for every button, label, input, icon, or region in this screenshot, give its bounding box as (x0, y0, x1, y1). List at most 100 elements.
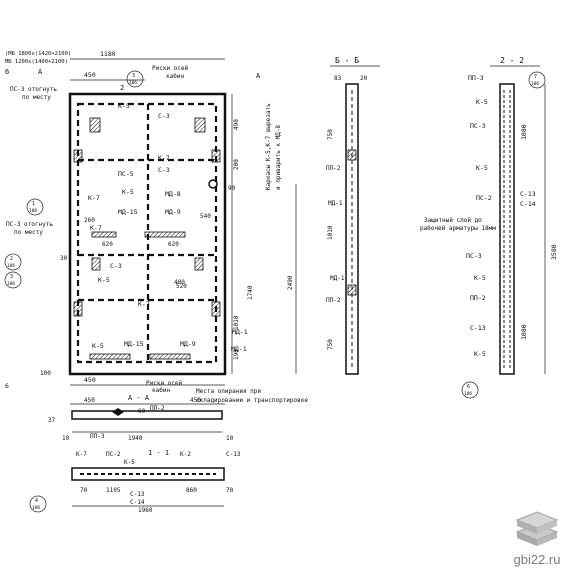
dim-side-2490: 2490 (287, 275, 294, 290)
vert-note-2: и приварить к МД-8 (275, 125, 282, 190)
s22-mark-k5a: К-5 (476, 98, 488, 106)
bottom-loops: Риски осей (146, 380, 183, 387)
section-mark-a-top: А (38, 68, 43, 76)
s22-mark-c14: С-14 (520, 200, 536, 208)
s22-mark-pp2: ПП-2 (470, 294, 486, 302)
section-11-slab (71, 467, 225, 481)
mark-k5-1: К-5 (118, 102, 130, 110)
s11-mark-c13: С-13 (130, 491, 145, 498)
mark-k5-3: К-5 (98, 276, 110, 284)
pc3-bend-note: ПС-3 отогнуть (10, 86, 57, 93)
dim-540: 540 (200, 213, 211, 220)
s22-mark-c13b: С-13 (470, 324, 486, 332)
s22-mark-pc2: ПС-2 (476, 194, 492, 202)
plan-view: (МБ 1800х(1420+2100) МБ 1200х(1400+2100)… (4, 50, 308, 404)
s22-mark-pc3a: ПС-3 (470, 122, 486, 130)
s11-dim-1105: 1105 (106, 487, 121, 494)
s11-dim-860: 860 (186, 487, 197, 494)
bb-mark-md1a: МД-1 (328, 200, 343, 207)
s11-mark-pc2: ПС-2 (106, 451, 121, 458)
mark-md9-2: МД-9 (180, 340, 196, 348)
mark-k7-4: К-7 (138, 300, 150, 308)
section-22-title: 2 - 2 (500, 56, 524, 65)
callout-2-num: 2 (10, 256, 13, 262)
mark-k7-3: К-7 (90, 224, 102, 232)
s22-mark-k5d: К-5 (474, 350, 486, 358)
slab-outline (68, 92, 227, 376)
mark-md15: МД-15 (118, 208, 138, 216)
bb-mark-pp2b: ПП-2 (326, 297, 341, 304)
loops-label-2: кабин (166, 73, 184, 80)
s11-dim-70b: 70 (226, 487, 234, 494)
callout-top-3-num: 3 (132, 73, 135, 79)
dim-bottom-450: 450 (84, 376, 96, 384)
s11-dim-1960: 1960 (138, 507, 153, 514)
rebar-contour (76, 102, 218, 364)
s22-dim-3580: 3580 (550, 244, 558, 260)
stacked-slabs-logo (515, 511, 559, 546)
pc3-bend-note-2: ПС-3 отогнуть (6, 221, 53, 228)
watermark: gbi22.ru (507, 502, 567, 567)
mark-md1-plan-2: МД-1 (231, 345, 247, 353)
dim-top-450: 450 (84, 71, 96, 79)
dim-400: 400 (174, 279, 185, 286)
s22-mark-pc3b: ПС-3 (466, 252, 482, 260)
s11-mark-k7: К-7 (76, 451, 87, 458)
aa-mark-pp3: ПП-3 (90, 433, 105, 440)
section-mark-a-right: А (256, 72, 261, 80)
s22-dim-1080a: 1080 (520, 124, 528, 140)
mark-md8: МД-8 (165, 190, 181, 198)
section-22: 2 - 2 7 18б 6 18б ПП-3 К-5 ПС-3 К-5 ПС-2… (420, 56, 558, 399)
note-size-1: (МБ 1800х(1420+2100) (5, 51, 71, 57)
s22-dim-1080b: 1080 (520, 324, 528, 340)
s22-mark-k5b: К-5 (476, 164, 488, 172)
dim-top-1180: 1180 (100, 50, 116, 58)
dim-side-490: 490 (233, 119, 240, 130)
mark-md1-plan: МД-1 (232, 328, 248, 336)
section-aa: А - А 450 450 60 37 10 1940 10 ПП-2 ПП-3 (48, 394, 234, 442)
mark-c3-3: С-3 (110, 262, 122, 270)
callout-7-sheet: 18б (531, 80, 539, 87)
bb-dim-750b: 750 (327, 339, 334, 350)
s11-mark-k7b: С-13 (226, 451, 241, 458)
vert-note: Каркасы К-5,К-7 вырезать (265, 103, 272, 190)
callout-4-num: 4 (35, 498, 38, 504)
callout-top-3 (126, 70, 144, 88)
callout-6-sheet: 18б (464, 390, 472, 397)
s22-mark-c13: С-13 (520, 190, 536, 198)
aa-dim-1940: 1940 (128, 435, 143, 442)
aa-dim-10b: 10 (226, 435, 234, 442)
section-bb-slab (345, 83, 359, 375)
pc3-place-note: по месту (22, 94, 51, 101)
aa-mark-pp2: ПП-2 (150, 405, 165, 412)
callout-7 (528, 71, 546, 89)
loops-label: Риски осей (152, 65, 189, 72)
s11-mark-c14: С-14 (130, 499, 145, 506)
bottom-loops-2: кабин (152, 387, 170, 394)
callout-top-3-sheet: 18б (129, 79, 137, 86)
mark-md9: МД-9 (165, 208, 181, 216)
callout-1-sheet: 18б (29, 207, 37, 214)
section-mark-6-bottom: 6 (5, 382, 9, 390)
callout-1-num: 1 (32, 201, 35, 207)
dim-260: 260 (84, 217, 95, 224)
s22-mark-pp3: ПП-3 (468, 74, 484, 82)
pc3-place-note-2: по месту (14, 229, 43, 236)
aa-dim-10a: 10 (62, 435, 70, 442)
bottom-note-2: складировании и транспортировке (196, 397, 308, 404)
section-bb-title: Б - Б (335, 56, 359, 65)
s11-mark-c13a: К-2 (180, 451, 191, 458)
bottom-note: Места опирания при (196, 388, 261, 395)
callout-7-num: 7 (534, 74, 537, 80)
callout-2 (4, 253, 22, 271)
dim-620a: 620 (102, 241, 113, 248)
bb-dim-1010: 1010 (327, 225, 334, 240)
dim-side-190: 190 (233, 349, 240, 360)
callout-4 (29, 495, 47, 513)
callout-3-sheet: 18б (7, 280, 15, 287)
note-size-2: МБ 1200х(1400+2100) (5, 59, 68, 65)
mark-k5-4: К-5 (92, 342, 104, 350)
section-22-slab (499, 83, 515, 375)
s22-note-2: рабочей арматуры 18мм (420, 225, 496, 232)
aa-dim-450a: 450 (84, 397, 95, 404)
